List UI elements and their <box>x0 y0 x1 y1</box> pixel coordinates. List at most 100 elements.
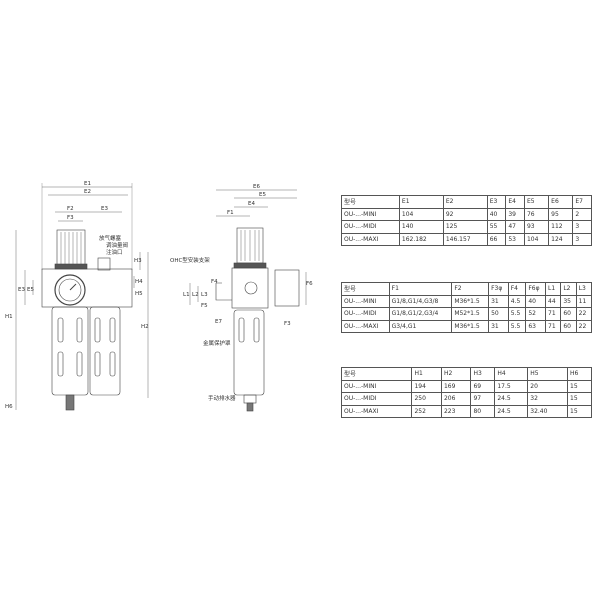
table-cell: OU-...-MIDI <box>341 307 390 321</box>
table-cell: L1 <box>544 282 562 296</box>
table-cell: 31 <box>488 319 509 333</box>
dim-F4: F4 <box>211 279 218 285</box>
table-cell: OU-...-MIDI <box>341 220 400 234</box>
dim-E7: E7 <box>215 319 222 325</box>
table-cell: 162.182 <box>398 232 444 246</box>
table-cell: F4 <box>507 282 527 296</box>
table-cell: 60 <box>560 319 577 333</box>
table-cell: F6φ <box>525 282 546 296</box>
table-cell: 71 <box>544 307 562 321</box>
table-cell: OU-...-MINI <box>340 379 413 393</box>
table-cell: G1/8,G1/2,G3/4 <box>388 307 453 321</box>
table-cell: H1 <box>411 367 442 381</box>
table-cell: 39 <box>505 207 525 221</box>
table-cell: H4 <box>494 367 529 381</box>
table-cell: E1 <box>398 195 444 209</box>
dim-L3: L3 <box>201 292 208 298</box>
table-cell: 15 <box>567 379 592 393</box>
dim-H5: H5 <box>135 291 143 297</box>
table-cell: 194 <box>411 379 442 393</box>
dim-H1: H1 <box>5 314 13 320</box>
table-cell: 40 <box>525 294 546 308</box>
body <box>41 268 133 308</box>
table-cell: 146.157 <box>442 232 488 246</box>
table-cell: L2 <box>560 282 577 296</box>
dim-L2: L2 <box>192 292 199 298</box>
table-cell: 24.5 <box>494 392 529 406</box>
dim-E5: E5 <box>27 287 34 293</box>
callout-ohc-bracket: OHC型安装支架 <box>170 256 210 264</box>
table-cell: H2 <box>440 367 472 381</box>
table-cell: 104 <box>523 232 550 246</box>
table-cell: M36*1.5 <box>451 319 490 333</box>
table-cell: OU-...-MAXI <box>341 319 390 333</box>
table-cell: 206 <box>440 392 472 406</box>
table-cell: OU-...-MAXI <box>341 232 400 246</box>
table-cell: 76 <box>523 207 550 221</box>
table-cell: 3 <box>572 220 592 234</box>
table-cell: H5 <box>527 367 569 381</box>
dim-E1: E1 <box>84 181 91 187</box>
dim-E2: E2 <box>84 189 91 195</box>
table-cell: 24.5 <box>494 404 529 418</box>
table-cell: 80 <box>470 404 496 418</box>
dim-E4: E4 <box>248 201 255 207</box>
table-cell: 125 <box>442 220 488 234</box>
table-cell: G1/8,G1/4,G3/8 <box>388 294 453 308</box>
pressure-gauge <box>274 269 300 307</box>
table-cell: 40 <box>486 207 507 221</box>
dim-F3: F3 <box>67 215 74 221</box>
dim-H3: H3 <box>134 258 142 264</box>
dim-H2: H2 <box>141 324 149 330</box>
table-cell: 60 <box>560 307 577 321</box>
table-cell: 50 <box>488 307 509 321</box>
front-view <box>15 183 149 411</box>
table-cell: 35 <box>560 294 577 308</box>
table-cell: 17.5 <box>494 379 529 393</box>
table-cell: E5 <box>523 195 550 209</box>
dim-E6: E6 <box>253 184 260 190</box>
table-cell: 55 <box>486 220 507 234</box>
table-cell: 22 <box>575 319 593 333</box>
dim-F5: F5 <box>201 303 208 309</box>
dim-E5: E5 <box>259 192 266 198</box>
table-cell: 93 <box>523 220 550 234</box>
table-cell: 53 <box>505 232 525 246</box>
table-cell: 223 <box>440 404 472 418</box>
table-cell: E3 <box>486 195 507 209</box>
table-cell: 92 <box>442 207 488 221</box>
table-cell: 11 <box>575 294 593 308</box>
table-cell: 4.5 <box>507 294 527 308</box>
table-cell: 31 <box>488 294 509 308</box>
table-cell: 44 <box>544 294 562 308</box>
dim-H6: H6 <box>5 404 13 410</box>
dim-F1: F1 <box>227 210 234 216</box>
table-cell: 2 <box>572 207 592 221</box>
filter-bowl <box>233 309 265 396</box>
table-cell: OU-...-MIDI <box>340 392 413 406</box>
table-cell: H3 <box>470 367 496 381</box>
table-cell: 97 <box>470 392 496 406</box>
table-cell: 71 <box>544 319 562 333</box>
table-cell: 型号 <box>341 282 390 296</box>
table-cell: M52*1.5 <box>451 307 490 321</box>
table-cell: 15 <box>567 404 592 418</box>
table-cell: E2 <box>442 195 488 209</box>
table-cell: 250 <box>411 392 442 406</box>
table-cell: 32 <box>527 392 569 406</box>
callout-oil-port: 注油口 <box>106 248 123 256</box>
table-cell: L3 <box>575 282 593 296</box>
table-cell: 69 <box>470 379 496 393</box>
dim-H4: H4 <box>135 279 143 285</box>
table-cell: F2 <box>451 282 490 296</box>
table-cell: 型号 <box>340 367 413 381</box>
